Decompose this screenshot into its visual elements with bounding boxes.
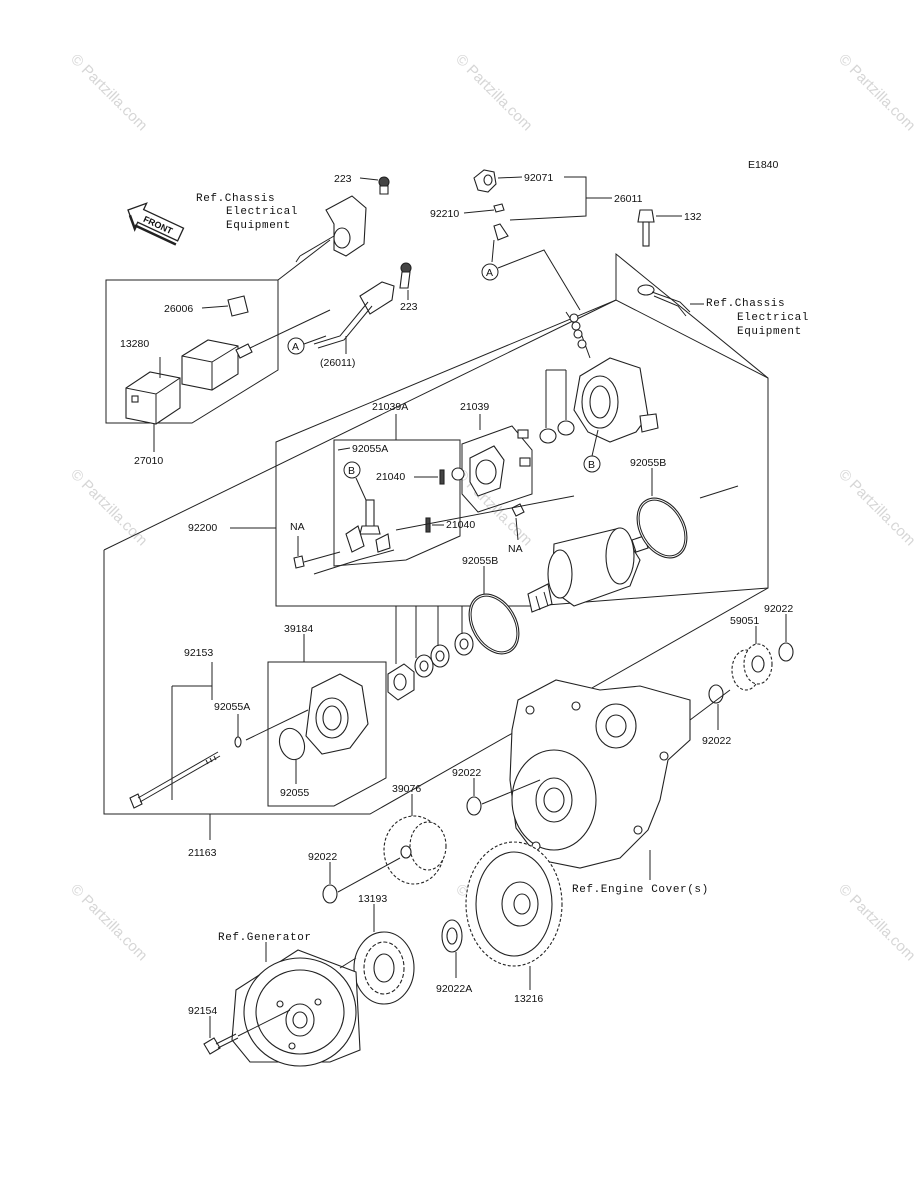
part-number-132: 132: [684, 211, 702, 223]
ref-chassis-label: Electrical: [226, 206, 298, 218]
watermark: © Partzilla.com: [835, 881, 916, 964]
part-number-92055a: 92055A: [352, 443, 388, 455]
part-number-26006: 26006: [164, 303, 193, 315]
part-number-21040: 21040: [446, 519, 475, 531]
callout-b: B: [588, 459, 595, 471]
brush-21040: [439, 469, 445, 485]
part-number-92022: 92022: [702, 735, 731, 747]
front-arrow-icon: FRONT: [127, 202, 185, 246]
part-number-223: 223: [334, 173, 352, 185]
part-number-27010: 27010: [134, 455, 163, 467]
part-number-92022: 92022: [308, 851, 337, 863]
part-number-39184: 39184: [284, 623, 313, 635]
part-number-13280: 13280: [120, 338, 149, 350]
part-number-92200: 92200: [188, 522, 217, 534]
part-number-26011-paren: (26011): [320, 357, 355, 369]
o-ring-92055b: [636, 497, 688, 559]
part-number-92022: 92022: [764, 603, 793, 615]
part-number-92022: 92022: [452, 767, 481, 779]
part-number-13193: 13193: [358, 893, 387, 905]
part-number-92055b: 92055B: [630, 457, 666, 469]
part-number-39076: 39076: [392, 783, 421, 795]
ref-chassis-label: Equipment: [737, 326, 802, 338]
o-ring-92055b: [468, 593, 520, 655]
long-bolt-92153: [129, 751, 221, 809]
washer-92022: [466, 796, 482, 816]
brush-plate: [461, 425, 533, 513]
ref-chassis-label: Equipment: [226, 220, 291, 232]
part-number-21039a: 21039A: [372, 401, 408, 413]
washer-row: [387, 606, 474, 701]
relay-starter: [181, 339, 253, 391]
washer-92022: [322, 884, 338, 904]
washer: [539, 428, 557, 444]
gear-59051: [731, 643, 773, 691]
starter-clutch-13193: [353, 931, 415, 1005]
callout-a: A: [486, 267, 493, 279]
gear-39076: [383, 815, 447, 885]
watermark: © Partzilla.com: [67, 466, 150, 549]
callout-na: NA: [290, 521, 305, 533]
part-number-92055: 92055: [280, 787, 309, 799]
ref-chassis-label: Ref.Chassis: [196, 193, 275, 205]
ref-chassis-label: Electrical: [737, 312, 809, 324]
part-number-92153: 92153: [184, 647, 213, 659]
flange-group-outline: [267, 661, 387, 807]
ref-engine-cover-label: Ref.Engine Cover(s): [572, 884, 709, 896]
part-number-92055a: 92055A: [214, 701, 250, 713]
cable-group-26011: [473, 169, 509, 263]
ref-generator-label: Ref.Generator: [218, 932, 312, 944]
gear-13216: [465, 841, 563, 967]
ground-cable: [637, 284, 691, 317]
watermark: © Partzilla.com: [67, 51, 150, 134]
o-ring-92055a: [234, 736, 242, 748]
callout-b: B: [348, 465, 355, 477]
part-number-21040: 21040: [376, 471, 405, 483]
engine-cover: [509, 679, 691, 869]
ref-chassis-label: Ref.Chassis: [706, 298, 785, 310]
watermark: © Partzilla.com: [67, 881, 150, 964]
callout-a: A: [292, 341, 299, 353]
part-number-21039: 21039: [460, 401, 489, 413]
part-number-92071: 92071: [524, 172, 553, 184]
relay-13280: [125, 371, 181, 425]
part-number-92154: 92154: [188, 1005, 217, 1017]
callout-na: NA: [508, 543, 523, 555]
terminal-bracket: [295, 176, 390, 263]
brush-21040: [425, 517, 431, 533]
washer-92022: [778, 642, 794, 662]
relay-group: [105, 239, 331, 452]
part-number-26011: 26011: [614, 193, 643, 205]
bolt-132: [637, 209, 655, 247]
part-number-92022a: 92022A: [436, 983, 472, 995]
o-ring-92055: [278, 727, 306, 761]
diagram-code: E1840: [748, 159, 779, 171]
starter-motor: [511, 503, 649, 613]
part-number-21163: 21163: [188, 847, 217, 859]
watermark: © Partzilla.com: [835, 466, 916, 549]
terminal-bolt: [313, 499, 395, 575]
watermark: © Partzilla.com: [452, 51, 535, 134]
part-number-92055b: 92055B: [462, 555, 498, 567]
flange-39184: [305, 673, 369, 755]
generator-rotor: [231, 949, 361, 1067]
watermark: © Partzilla.com: [835, 51, 916, 134]
cable-26011: [313, 262, 412, 349]
part-number-92210: 92210: [430, 208, 459, 220]
part-number-13216: 13216: [514, 993, 543, 1005]
part-number-59051: 59051: [730, 615, 759, 627]
washer: [557, 420, 575, 436]
brush-holder-outline: [333, 439, 461, 567]
starter-end-cover: [565, 311, 659, 443]
bolt-92154: [203, 1033, 239, 1055]
part-number-223: 223: [400, 301, 418, 313]
fuse-26006: [227, 295, 249, 317]
